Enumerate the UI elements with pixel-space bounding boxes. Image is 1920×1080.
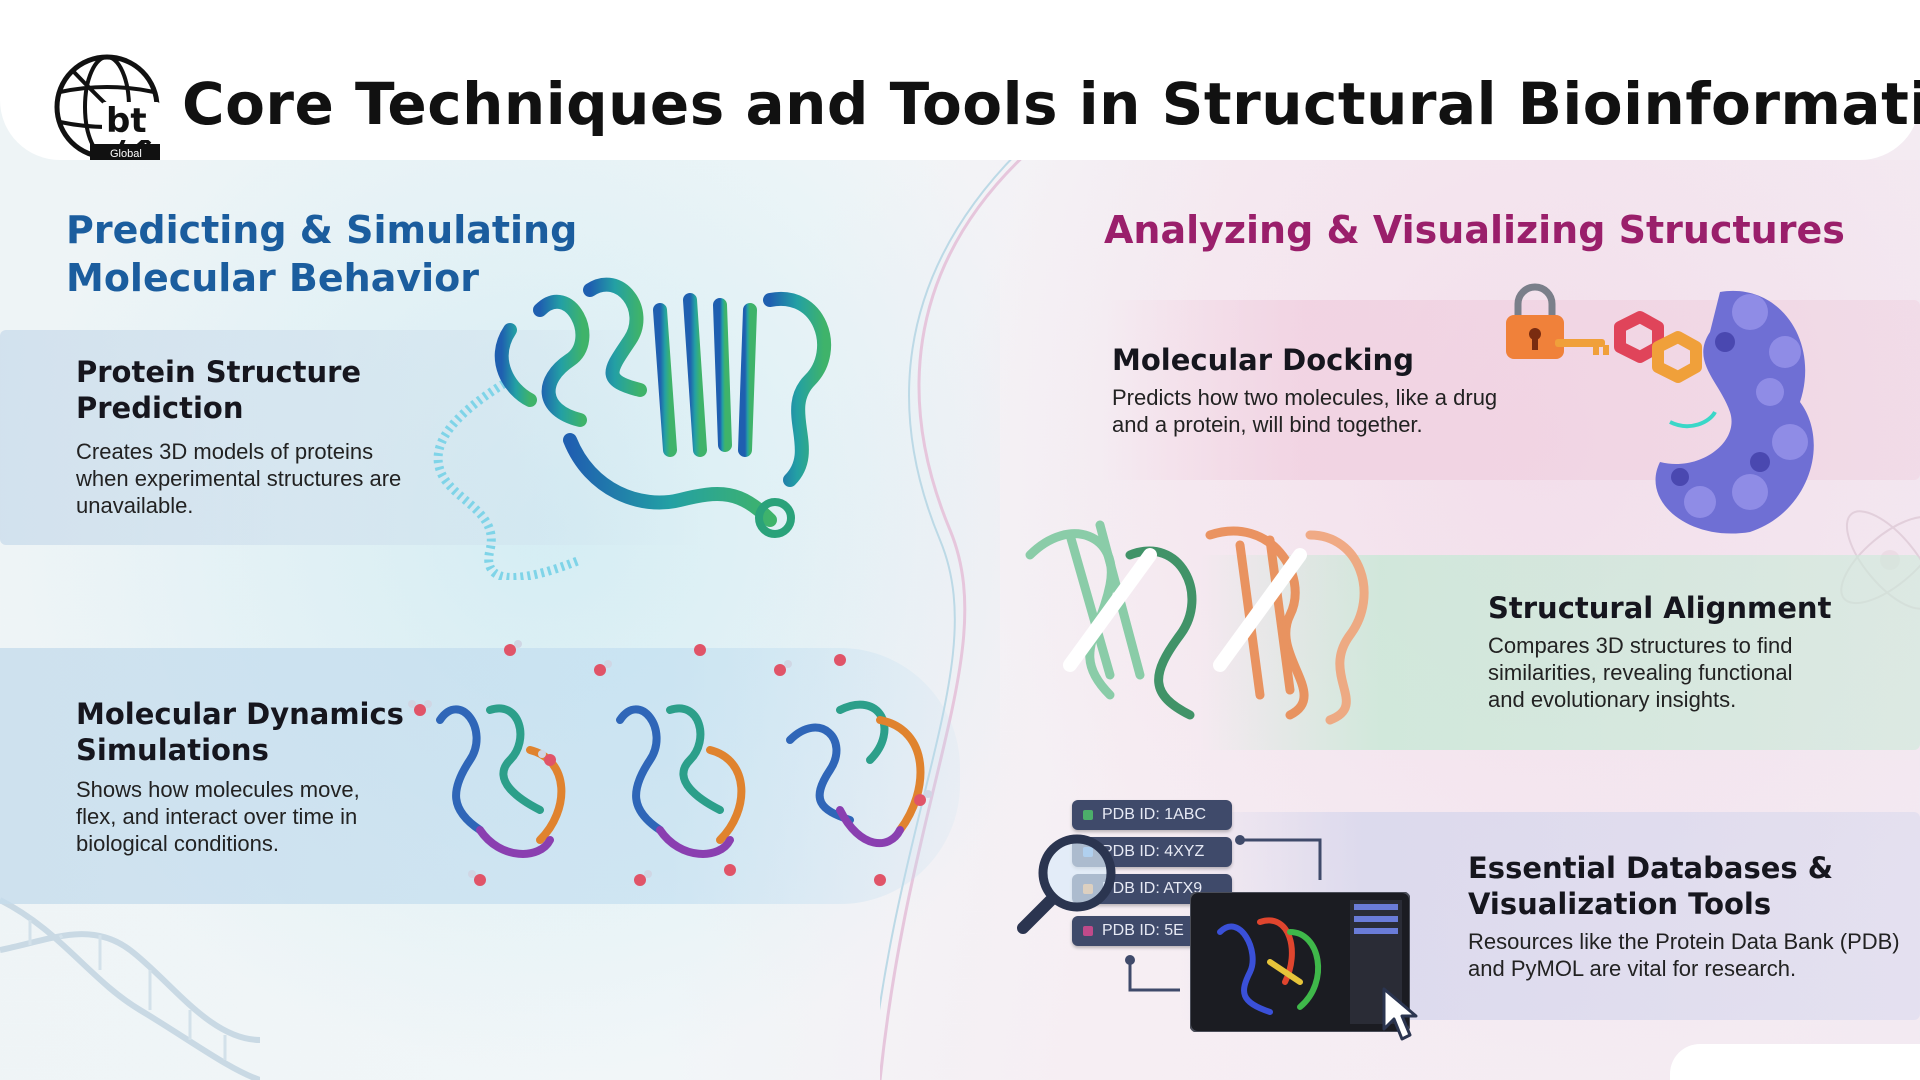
card-desc-molecular-docking: Predicts how two molecules, like a drug …	[1112, 385, 1498, 437]
pdb-connector-lines	[1125, 835, 1322, 992]
card-desc-structural-alignment: Compares 3D structures to find similarit…	[1488, 633, 1793, 712]
logo-text: bt	[106, 101, 147, 141]
card-desc-protein-structure-prediction: Creates 3D models of proteins when exper…	[76, 439, 402, 518]
card-band-molecular-dynamics	[0, 648, 960, 904]
left-background-glow	[0, 160, 1000, 1080]
structural-alignment-illustration	[1025, 520, 1369, 725]
card-title-structural-alignment: Structural Alignment	[1488, 591, 1832, 625]
section-title-analyzing: Analyzing & Visualizing Structures	[1104, 208, 1845, 252]
card-desc-databases-tools: Resources like the Protein Data Bank (PD…	[1468, 929, 1900, 981]
card-title-molecular-docking: Molecular Docking	[1112, 343, 1414, 377]
corner-tab	[1670, 1044, 1920, 1080]
card-title-databases-tools: Essential Databases & Visualization Tool…	[1468, 851, 1834, 921]
card-desc-molecular-dynamics: Shows how molecules move, flex, and inte…	[76, 777, 360, 856]
pdb-entry-label: PDB ID: 5E	[1102, 922, 1184, 939]
dna-icon	[0, 897, 260, 1080]
molecular-dynamics-illustration	[408, 640, 932, 886]
card-title-protein-structure-prediction: Protein Structure Prediction	[76, 355, 362, 425]
card-band-structural-alignment	[1200, 555, 1920, 750]
header-bar: bt Global Core Techniques and Tools in S…	[0, 0, 1920, 160]
pdb-entry-marker	[1083, 810, 1093, 820]
section-title-predicting: Predicting & Simulating Molecular Behavi…	[66, 208, 578, 300]
logo-subtext: Global	[110, 148, 142, 160]
page-title: Core Techniques and Tools in Structural …	[182, 70, 1920, 138]
padlock-icon	[1506, 283, 1564, 359]
pdb-entry-marker	[1083, 926, 1093, 936]
protein-structure-illustration	[433, 277, 832, 580]
cursor-icon	[1382, 987, 1418, 1041]
pdb-entry-label: PDB ID: 1ABC	[1102, 806, 1207, 823]
card-title-molecular-dynamics: Molecular Dynamics Simulations	[76, 697, 404, 767]
docking-protein-illustration	[1614, 290, 1814, 534]
logo-globe-icon: bt Global	[54, 54, 160, 160]
pdb-entry-label: PDB ID: 4XYZ	[1102, 843, 1205, 860]
pdb-entry-label: PDB ID: ATX9	[1102, 880, 1203, 897]
card-band-protein-structure-prediction	[0, 330, 700, 545]
key-icon	[1555, 339, 1609, 355]
pdb-entry: PDB ID: 1ABC	[1072, 800, 1232, 830]
pymol-viewer-window	[1190, 892, 1410, 1032]
magnifier-icon	[1017, 834, 1116, 934]
